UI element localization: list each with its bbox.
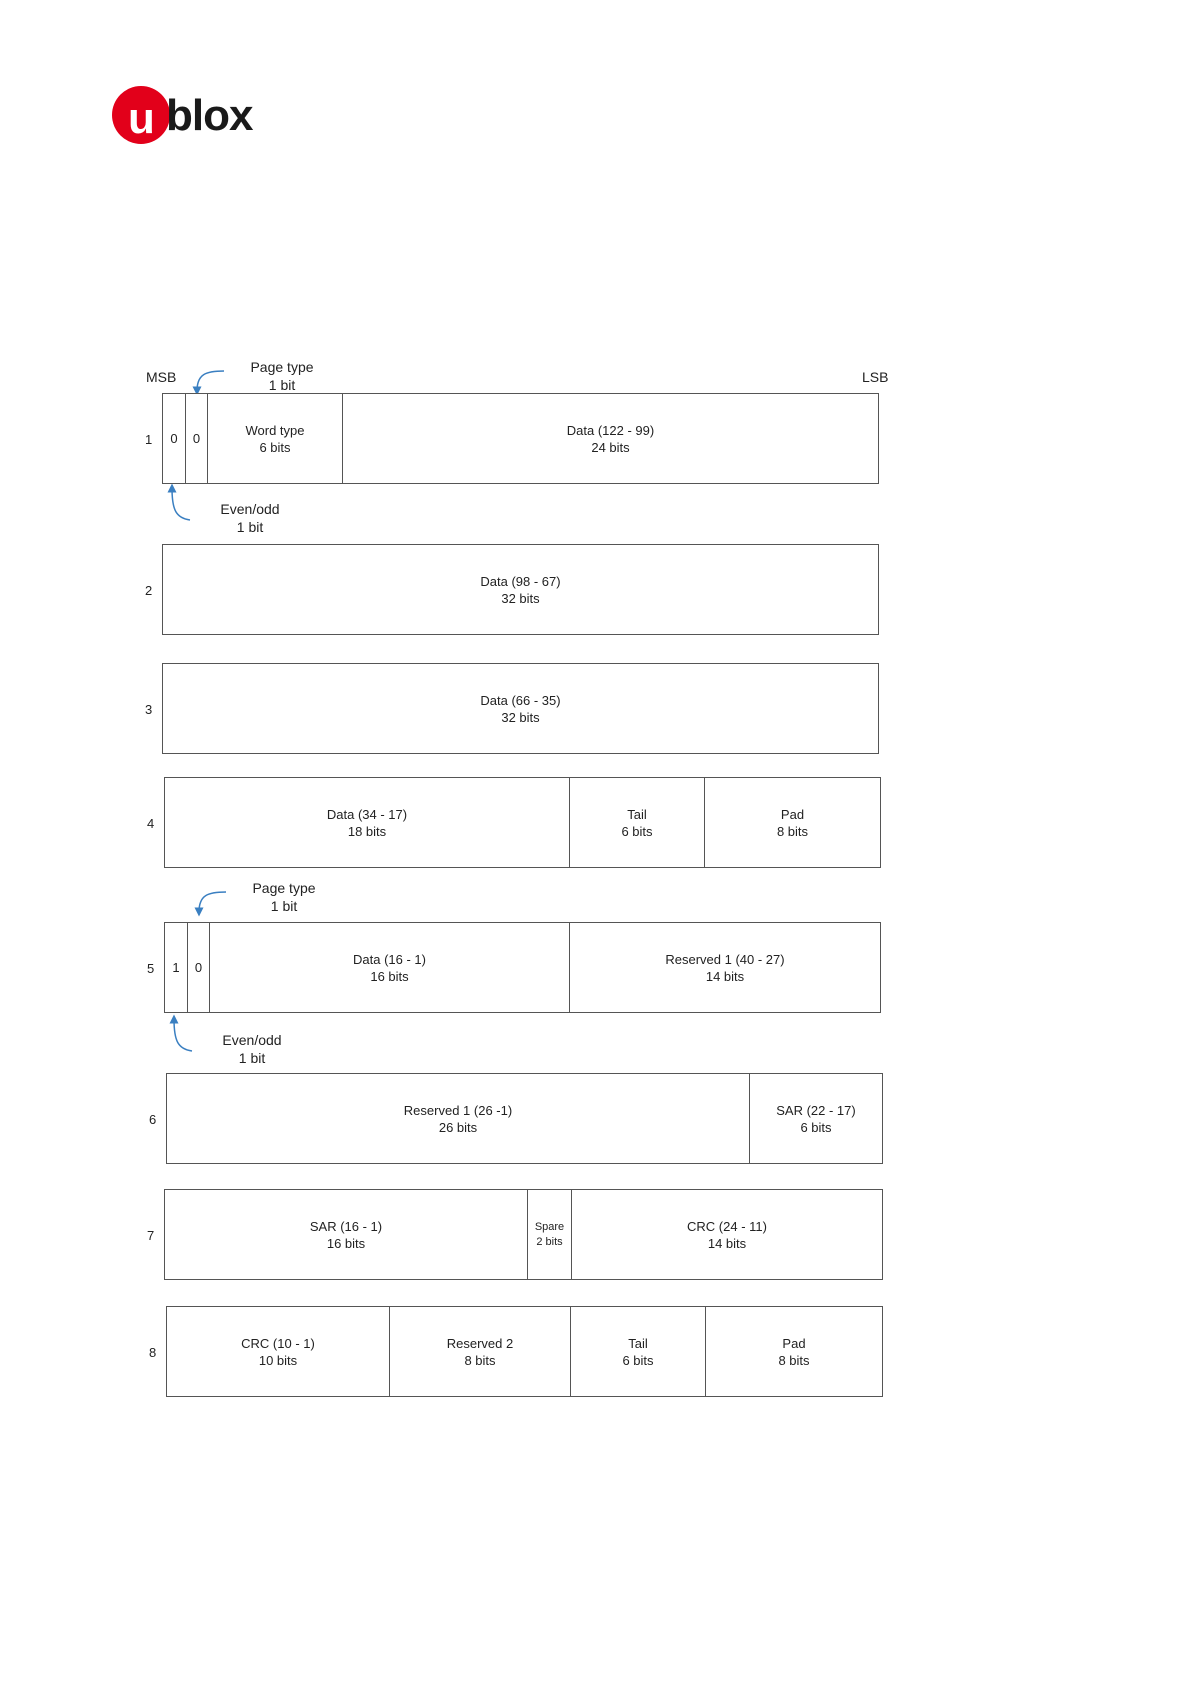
even-odd-annotation-1: Even/odd 1 bit bbox=[200, 500, 300, 536]
word-2: Data (98 - 67)32 bits bbox=[162, 544, 879, 635]
logo-u: u bbox=[128, 94, 155, 143]
crc-field: CRC (10 - 1)10 bits bbox=[241, 1335, 315, 1368]
even-odd-arrow-1 bbox=[167, 483, 191, 521]
ublox-logo: u blox bbox=[112, 86, 272, 146]
word-3: Data (66 - 35)32 bits bbox=[162, 663, 879, 754]
data-field: Data (16 - 1)16 bits bbox=[209, 923, 569, 1012]
page-type-arrow-1 bbox=[192, 370, 225, 396]
even-odd-title: Even/odd bbox=[220, 501, 280, 517]
even-odd-size: 1 bit bbox=[238, 1050, 266, 1066]
word-number: 6 bbox=[149, 1112, 157, 1127]
reserved-1-field: Reserved 1 (40 - 27)14 bits bbox=[569, 923, 880, 1012]
page-type-annotation-1: Page type 1 bit bbox=[232, 358, 332, 394]
sar-field: SAR (16 - 1)16 bits bbox=[309, 1218, 383, 1251]
data-field: Data (122 - 99)24 bits bbox=[342, 394, 878, 483]
word-number: 1 bbox=[145, 432, 153, 447]
word-number: 5 bbox=[147, 961, 155, 976]
page-type-annotation-5: Page type 1 bit bbox=[234, 879, 334, 915]
even-odd-annotation-5: Even/odd 1 bit bbox=[202, 1031, 302, 1067]
word-5: 1 0 Data (16 - 1)16 bits Reserved 1 (40 … bbox=[164, 922, 881, 1013]
page-type-size: 1 bit bbox=[270, 898, 298, 914]
page-type-bit: 0 bbox=[185, 394, 207, 483]
page-type-size: 1 bit bbox=[268, 377, 296, 393]
page-type-title: Page type bbox=[250, 359, 314, 375]
word-6: Reserved 1 (26 -1)26 bits SAR (22 - 17)6… bbox=[166, 1073, 883, 1164]
page-type-title: Page type bbox=[252, 880, 316, 896]
word-number: 3 bbox=[145, 702, 153, 717]
reserved-1-field: Reserved 1 (26 -1)26 bits bbox=[403, 1102, 513, 1135]
page-type-bit: 0 bbox=[187, 923, 209, 1012]
word-number: 7 bbox=[147, 1228, 155, 1243]
even-odd-arrow-5 bbox=[169, 1014, 193, 1052]
even-odd-title: Even/odd bbox=[222, 1032, 282, 1048]
page-type-arrow-5 bbox=[194, 891, 227, 917]
crc-field: CRC (24 - 11)14 bits bbox=[571, 1190, 882, 1279]
even-odd-bit: 1 bbox=[172, 960, 180, 975]
even-odd-bit: 0 bbox=[170, 431, 178, 446]
data-field: Data (98 - 67)32 bits bbox=[480, 573, 561, 606]
logo-text: blox bbox=[166, 91, 253, 140]
word-number: 8 bbox=[149, 1345, 157, 1360]
word-number: 2 bbox=[145, 583, 153, 598]
lsb-label: LSB bbox=[862, 369, 889, 385]
data-field: Data (34 - 17)18 bits bbox=[326, 806, 408, 839]
word-number: 4 bbox=[147, 816, 155, 831]
data-field: Data (66 - 35)32 bits bbox=[480, 692, 561, 725]
sar-field: SAR (22 - 17)6 bits bbox=[749, 1074, 882, 1163]
even-odd-size: 1 bit bbox=[236, 519, 264, 535]
msb-label: MSB bbox=[146, 369, 177, 385]
logo-circle bbox=[112, 86, 170, 144]
